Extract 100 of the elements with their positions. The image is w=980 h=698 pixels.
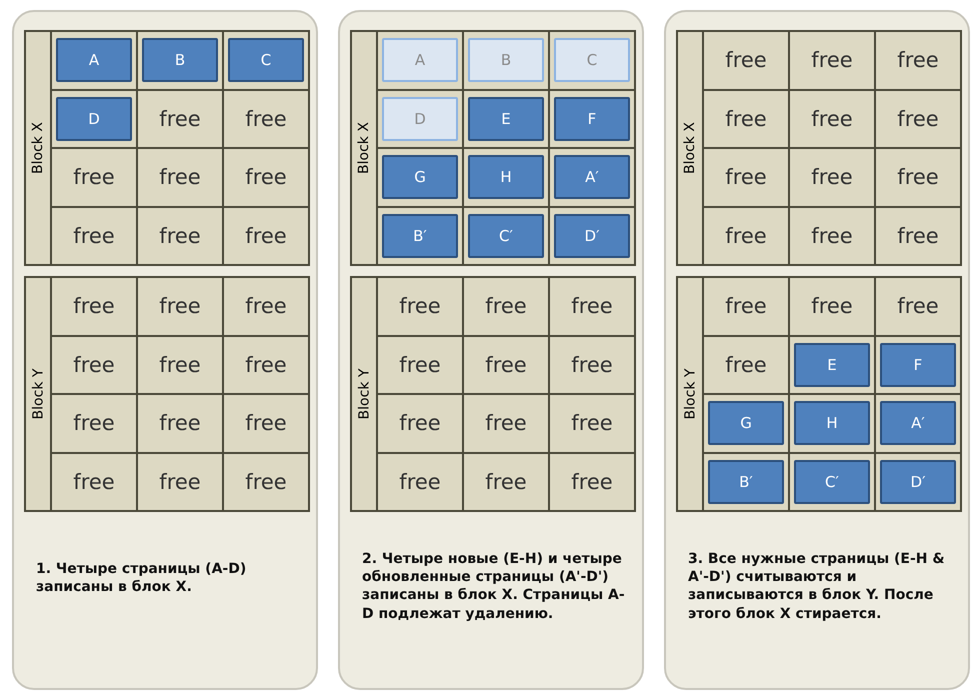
grid-cell bbox=[378, 32, 462, 88]
grid-cell: free bbox=[224, 90, 308, 147]
grid-cell bbox=[790, 395, 874, 452]
page-tile: B bbox=[468, 38, 544, 82]
page-tile: D′ bbox=[880, 460, 956, 504]
memory-block bbox=[350, 276, 636, 512]
grid-cell bbox=[464, 208, 548, 264]
grid-cell bbox=[550, 32, 634, 88]
page-tile: H bbox=[468, 155, 544, 200]
grid-cell: free bbox=[138, 149, 222, 206]
page-tile: D bbox=[382, 96, 458, 141]
page-tile: C′ bbox=[794, 460, 870, 504]
grid-cell: free bbox=[378, 395, 462, 452]
grid-cell: free bbox=[52, 278, 136, 334]
grid-cell bbox=[704, 395, 788, 452]
page-tile: C bbox=[228, 38, 304, 82]
grid-cell: free bbox=[52, 336, 136, 393]
grid-cell bbox=[704, 454, 788, 510]
grid-cell bbox=[52, 32, 136, 88]
grid-cell: free bbox=[464, 395, 548, 452]
grid-cell bbox=[876, 395, 960, 452]
grid-cell: free bbox=[224, 208, 308, 264]
grid-cell: free bbox=[704, 32, 788, 88]
page-tile: C bbox=[554, 38, 630, 82]
page-tile: F bbox=[880, 342, 956, 387]
grid-cell: free bbox=[138, 395, 222, 452]
grid-cell: free bbox=[550, 336, 634, 393]
grid-cell: free bbox=[378, 278, 462, 334]
grid-cell bbox=[464, 32, 548, 88]
block-label: Block Y bbox=[356, 368, 372, 420]
block-label: Block Y bbox=[682, 368, 698, 420]
caption-text: 1. Четыре страницы (A-D) записаны в блок X. bbox=[36, 560, 248, 596]
grid-cell bbox=[52, 90, 136, 147]
grid-cell: free bbox=[464, 278, 548, 334]
grid-cell: free bbox=[464, 454, 548, 510]
page-tile: H bbox=[794, 401, 870, 446]
grid-cell: free bbox=[790, 278, 874, 334]
grid-cell: free bbox=[790, 208, 874, 264]
grid-cell: free bbox=[704, 149, 788, 206]
grid-cell: free bbox=[876, 208, 960, 264]
page-tile: D′ bbox=[554, 214, 630, 258]
page-tile: A′ bbox=[554, 155, 630, 200]
grid-cell: free bbox=[378, 454, 462, 510]
grid-cell: free bbox=[790, 149, 874, 206]
grid-cell: free bbox=[550, 395, 634, 452]
grid-cell bbox=[464, 149, 548, 206]
page-tile: G bbox=[382, 155, 458, 200]
grid-cell bbox=[790, 454, 874, 510]
grid-cell: free bbox=[704, 336, 788, 393]
grid-cell: free bbox=[876, 90, 960, 147]
grid-cell bbox=[550, 149, 634, 206]
page-tile: B bbox=[142, 38, 218, 82]
page-tile: D bbox=[56, 96, 132, 141]
grid-cell bbox=[224, 32, 308, 88]
block-label: Block Y bbox=[30, 368, 46, 420]
grid-cell: free bbox=[52, 454, 136, 510]
page-tile: B′ bbox=[382, 214, 458, 258]
grid-cell: free bbox=[790, 32, 874, 88]
grid-cell: free bbox=[224, 454, 308, 510]
grid-cell bbox=[550, 90, 634, 147]
grid-cell: free bbox=[52, 149, 136, 206]
page-tile: E bbox=[468, 96, 544, 141]
page-tile: F bbox=[554, 96, 630, 141]
page-tile: A bbox=[382, 38, 458, 82]
grid-cell: free bbox=[224, 149, 308, 206]
memory-block bbox=[676, 30, 962, 266]
caption-text: 2. Четыре новые (E-H) и четыре обновленные страницы (A'-D') записаны в блок X. Страницы A-D подлежат удалению. bbox=[362, 550, 626, 623]
grid-cell: free bbox=[52, 395, 136, 452]
grid-cell: free bbox=[138, 454, 222, 510]
grid-cell: free bbox=[464, 336, 548, 393]
block-label: Block X bbox=[30, 122, 46, 174]
page-tile: C′ bbox=[468, 214, 544, 258]
grid-cell bbox=[550, 208, 634, 264]
caption-text: 3. Все нужные страницы (E-H & A'-D') считываются и записываются в блок Y. После этого блок X стирается. bbox=[688, 550, 946, 623]
panel-card bbox=[338, 10, 644, 690]
grid-cell: free bbox=[224, 336, 308, 393]
grid-cell: free bbox=[704, 278, 788, 334]
grid-cell bbox=[876, 336, 960, 393]
page-tile: E bbox=[794, 342, 870, 387]
grid-cell bbox=[378, 208, 462, 264]
memory-block bbox=[676, 276, 962, 512]
grid-cell bbox=[876, 454, 960, 510]
page-tile: B′ bbox=[708, 460, 784, 504]
grid-cell: free bbox=[52, 208, 136, 264]
grid-cell: free bbox=[876, 149, 960, 206]
grid-cell: free bbox=[138, 336, 222, 393]
grid-cell: free bbox=[790, 90, 874, 147]
grid-cell bbox=[378, 90, 462, 147]
grid-cell: free bbox=[224, 395, 308, 452]
page-tile: G bbox=[708, 401, 784, 446]
memory-block bbox=[24, 30, 310, 266]
memory-block bbox=[350, 30, 636, 266]
grid-cell: free bbox=[704, 90, 788, 147]
grid-cell: free bbox=[224, 278, 308, 334]
grid-cell: free bbox=[876, 278, 960, 334]
grid-cell: free bbox=[550, 454, 634, 510]
grid-cell: free bbox=[138, 278, 222, 334]
page-tile: A′ bbox=[880, 401, 956, 446]
page-tile: A bbox=[56, 38, 132, 82]
grid-cell: free bbox=[876, 32, 960, 88]
